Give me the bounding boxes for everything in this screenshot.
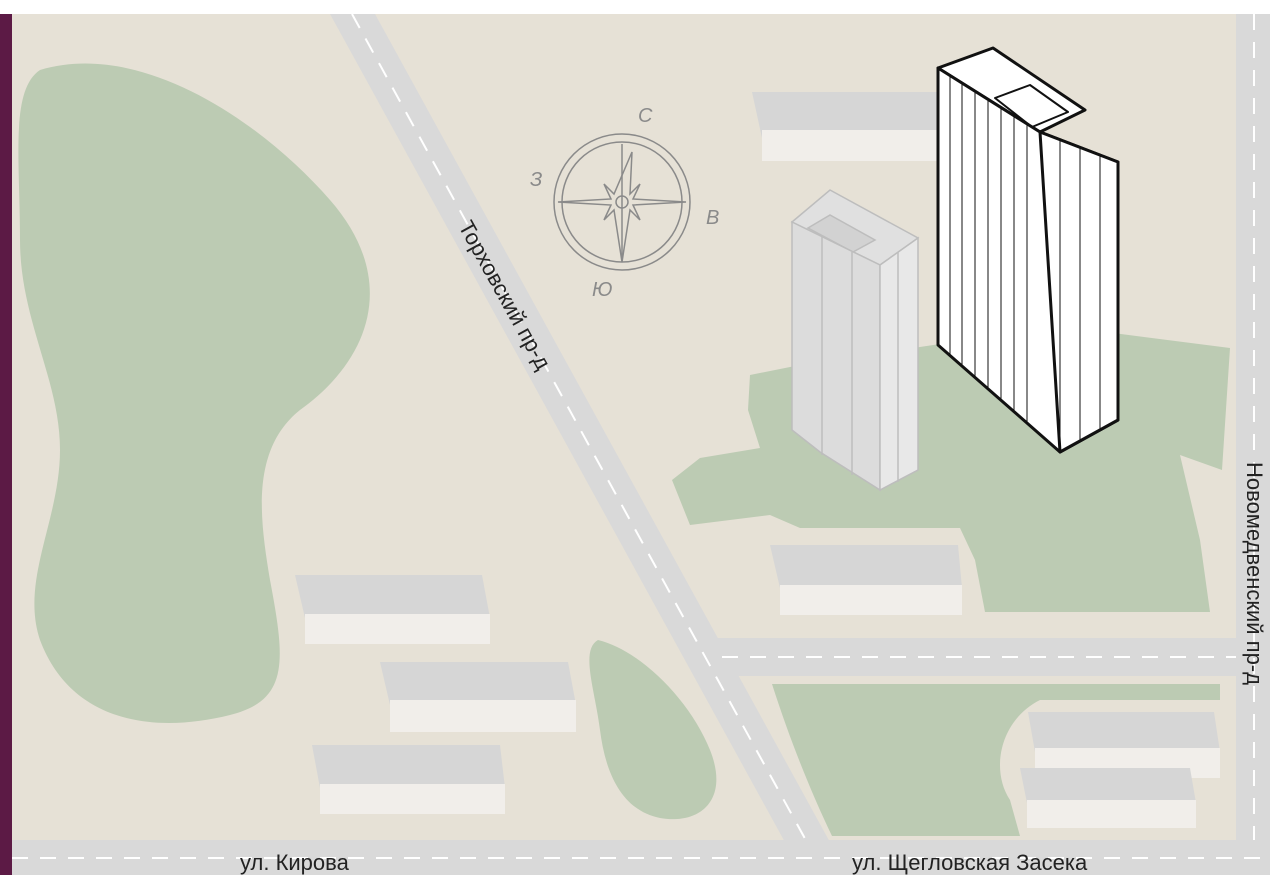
street-label-kirova: ул. Кирова — [240, 850, 350, 875]
building-west-1 — [295, 575, 490, 644]
building-west-2 — [380, 662, 576, 732]
building-mid-east — [770, 545, 962, 615]
tower-gray — [790, 189, 920, 492]
left-border — [0, 14, 12, 875]
building-west-3 — [312, 745, 505, 814]
street-label-novomedvensky: Новомедвенский пр-д — [1242, 462, 1267, 685]
compass-south-label: Ю — [592, 279, 612, 301]
compass-north-label: С — [638, 105, 653, 127]
compass-east-label: В — [706, 207, 719, 229]
building-north — [752, 92, 945, 161]
park-west — [18, 63, 370, 723]
road-torkhovsky-dashes — [351, 13, 826, 875]
tower-highlighted — [936, 46, 1120, 454]
building-southeast-2 — [1020, 768, 1196, 828]
compass-west-label: З — [530, 169, 542, 191]
park-south-small — [589, 640, 717, 820]
compass-rose — [553, 133, 691, 271]
street-label-shcheglovskaya: ул. Щегловская Засека — [852, 850, 1088, 875]
park-southeast — [772, 684, 1220, 836]
